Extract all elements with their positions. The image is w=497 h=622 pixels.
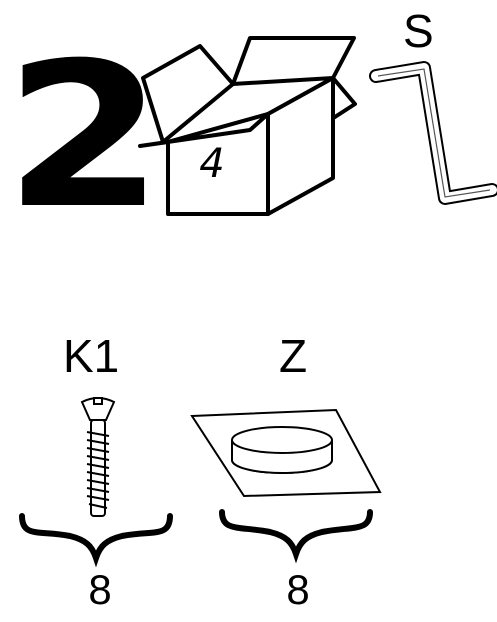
quantity-z: 8	[268, 569, 328, 611]
quantity-k1: 8	[70, 569, 130, 611]
